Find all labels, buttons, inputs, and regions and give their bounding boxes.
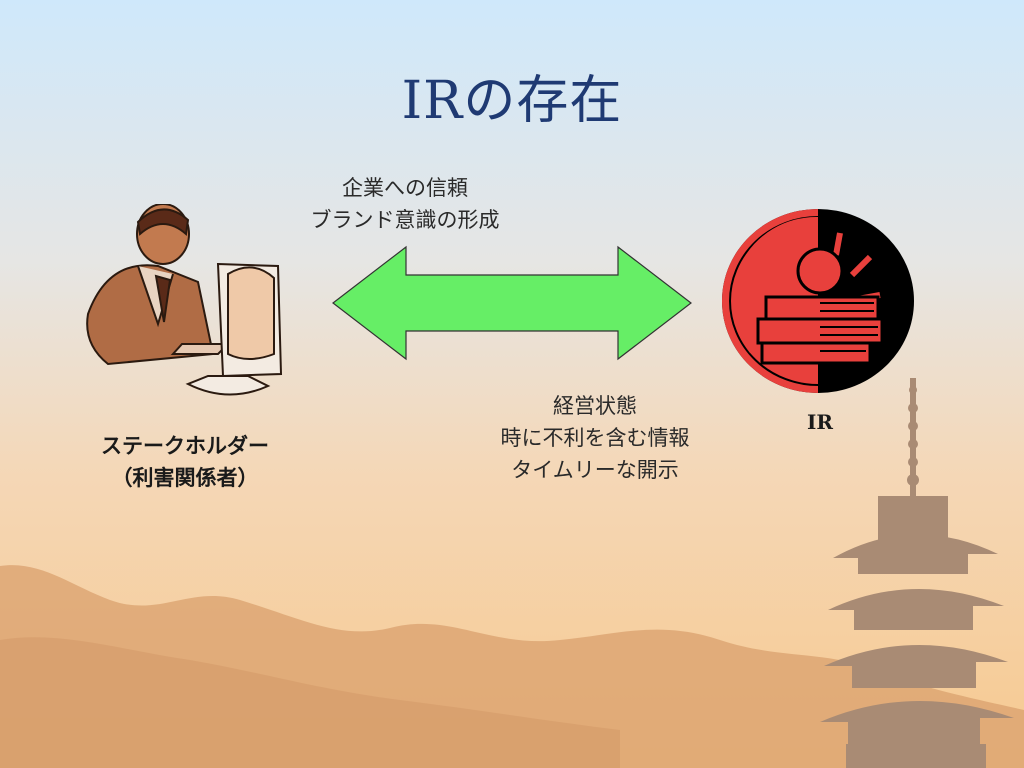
stakeholder-label-line: ステークホルダー (101, 434, 269, 458)
ir-label: IR (807, 410, 833, 434)
stakeholder-label: ステークホルダー （利害関係者） (55, 430, 315, 494)
bottom-caption-line: 時に不利を含む情報 (500, 426, 690, 450)
apple-on-books-icon (722, 209, 914, 393)
top-caption-line: 企業への信頼 (342, 176, 468, 200)
double-arrow-icon (332, 245, 692, 361)
pagoda-silhouette (820, 378, 1014, 768)
bottom-caption-line: タイムリーな開示 (511, 458, 679, 482)
stakeholder-label-line: （利害関係者） (111, 466, 259, 490)
man-at-computer-icon (86, 204, 283, 396)
top-caption: 企業への信頼 ブランド意識の形成 (270, 172, 540, 236)
page-title: IRの存在 (401, 71, 623, 131)
top-caption-line: ブランド意識の形成 (310, 208, 500, 232)
bottom-caption-line: 経営状態 (553, 394, 637, 418)
bottom-caption: 経営状態 時に不利を含む情報 タイムリーな開示 (445, 390, 745, 486)
